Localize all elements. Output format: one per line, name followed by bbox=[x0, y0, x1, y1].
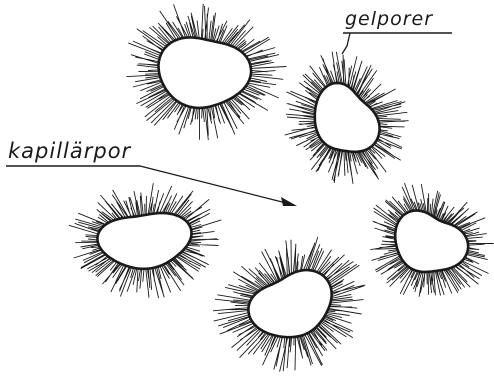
capillary-pore-label: kapillärpor bbox=[8, 139, 131, 163]
particle-3 bbox=[69, 183, 221, 298]
gel-hairs bbox=[126, 4, 286, 140]
particle-1 bbox=[126, 4, 286, 140]
particle-2 bbox=[285, 52, 409, 184]
particle-5 bbox=[213, 237, 365, 372]
annotations bbox=[6, 33, 452, 206]
cement-gel-particles bbox=[69, 4, 494, 372]
gel-hairs bbox=[370, 183, 493, 297]
gel-hairs bbox=[69, 183, 221, 298]
gel-pores-label: gelporer bbox=[345, 8, 433, 30]
gel-hairs bbox=[285, 52, 409, 184]
gel-label-leader bbox=[342, 33, 350, 54]
capillary-arrowhead bbox=[281, 197, 297, 206]
particle-4 bbox=[370, 183, 493, 297]
capillary-arrow-shaft bbox=[140, 166, 294, 205]
pore-outline bbox=[315, 83, 380, 152]
gel-hairs bbox=[213, 237, 365, 372]
